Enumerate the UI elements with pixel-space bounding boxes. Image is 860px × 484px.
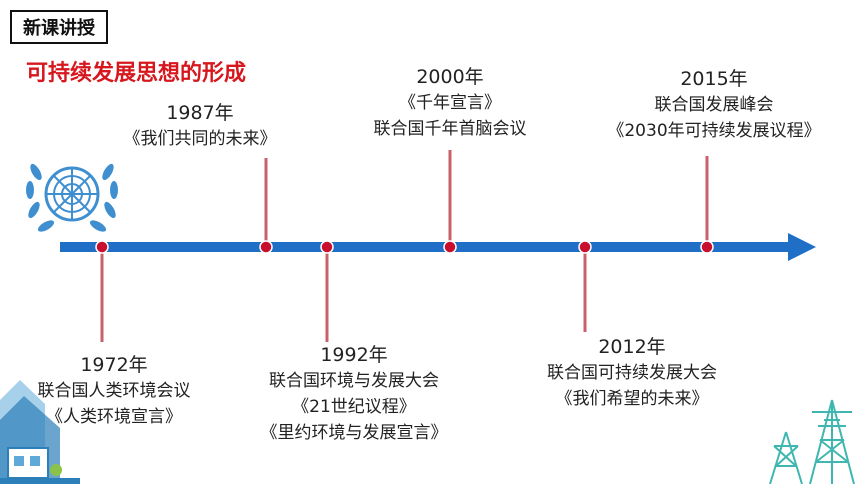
un-emblem-icon: [26, 163, 118, 232]
event-2012: 2012年 联合国可持续发展大会 《我们希望的未来》: [547, 336, 717, 409]
event-2015: 2015年 联合国发展峰会 《2030年可持续发展议程》: [607, 68, 821, 141]
event-1972: 1972年 联合国人类环境会议 《人类环境宣言》: [37, 354, 191, 427]
timeline-marker-1972年: [95, 240, 109, 254]
timeline-marker-2000年: [443, 240, 457, 254]
event-1992: 1992年 联合国环境与发展大会 《21世纪议程》 《里约环境与发展宣言》: [260, 344, 448, 443]
section-tag: 新课讲授: [10, 10, 108, 44]
timeline-arrowhead: [788, 233, 816, 261]
house-decoration-icon: [0, 380, 80, 484]
event-1987: 1987年 《我们共同的未来》: [123, 102, 277, 149]
page-title: 可持续发展思想的形成: [26, 61, 247, 86]
timeline-marker-2015年: [700, 240, 714, 254]
timeline-marker-1992年: [320, 240, 334, 254]
timeline-marker-2012年: [578, 240, 592, 254]
timeline-axis: [60, 242, 792, 252]
power-tower-icon: [769, 399, 855, 484]
timeline-marker-1987年: [259, 240, 273, 254]
event-2000: 2000年 《千年宣言》 联合国千年首脑会议: [373, 66, 527, 139]
